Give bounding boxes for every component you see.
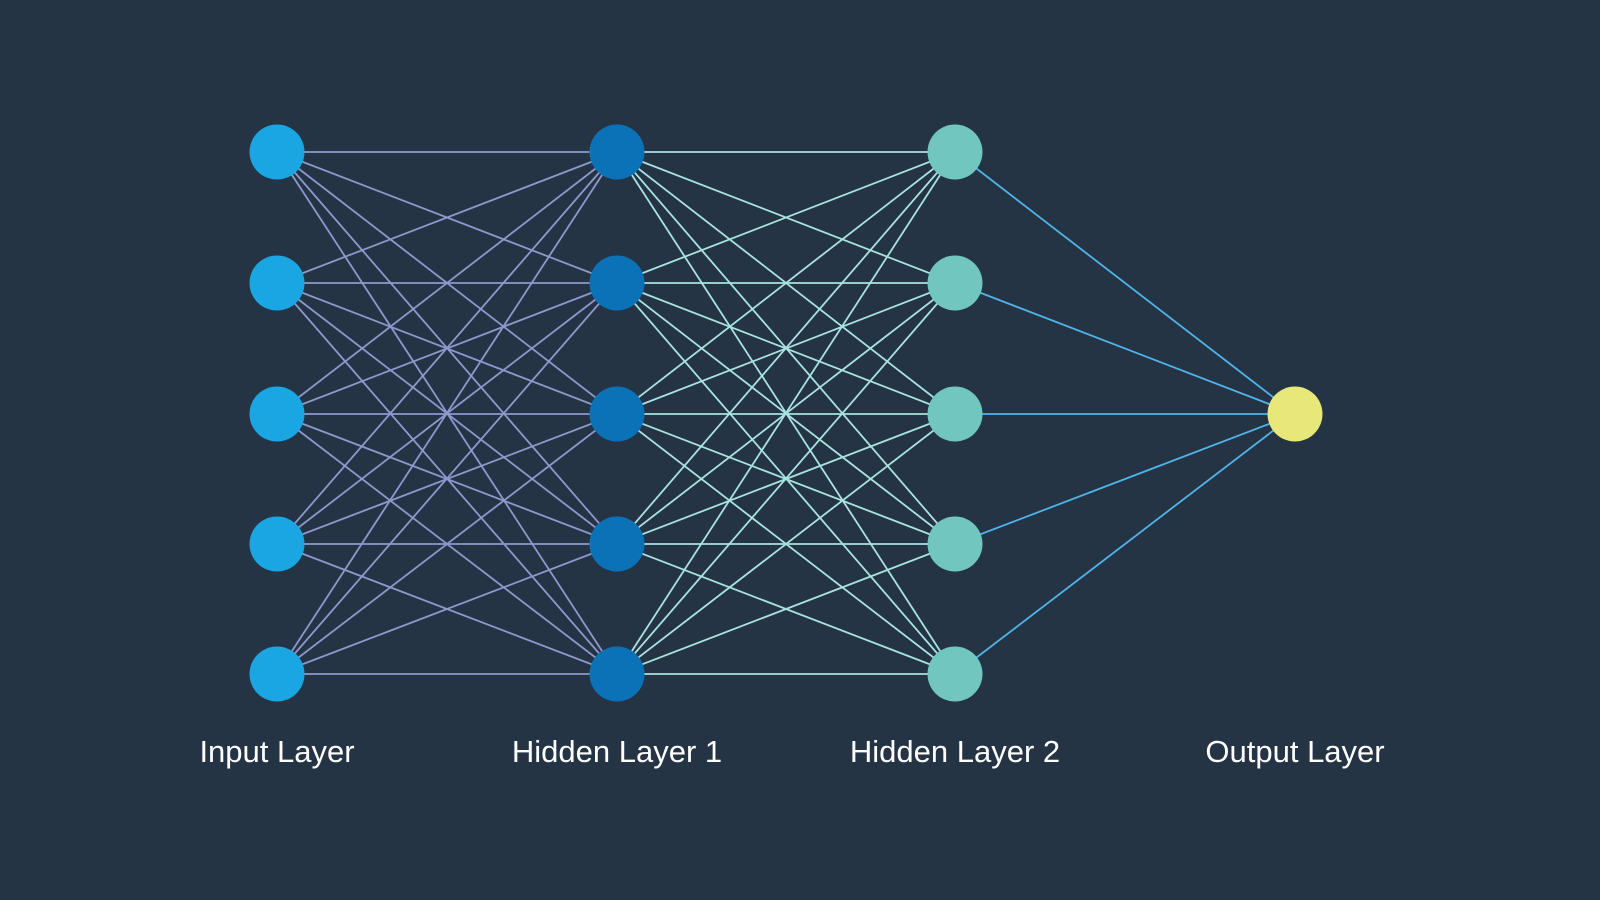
nodes-group: [249, 124, 1323, 702]
connection-l1-n3-to-l2-n0: [616, 151, 956, 545]
connection-l0-n2-to-l1-n0: [276, 151, 618, 415]
node-layer-2-3: [927, 516, 983, 572]
layer-label-input: Input Layer: [199, 734, 354, 769]
node-layer-2-1: [927, 255, 983, 311]
connection-l0-n4-to-l1-n3: [276, 543, 618, 675]
labels-group: Input Layer Hidden Layer 1 Hidden Layer …: [199, 734, 1384, 769]
node-layer-0-4: [249, 646, 305, 702]
connection-l1-n4-to-l2-n2: [616, 413, 956, 675]
connections-group: [276, 151, 1296, 675]
node-layer-1-4: [589, 646, 645, 702]
layer-label-output: Output Layer: [1205, 734, 1384, 769]
node-layer-1-2: [589, 386, 645, 442]
layer-label-hidden-1: Hidden Layer 1: [512, 734, 722, 769]
node-layer-1-3: [589, 516, 645, 572]
node-layer-0-3: [249, 516, 305, 572]
node-layer-0-2: [249, 386, 305, 442]
connection-l0-n4-to-l1-n0: [276, 151, 618, 675]
node-layer-0-0: [249, 124, 305, 180]
connection-l2-n3-to-l3-n0: [954, 413, 1296, 545]
connection-l2-n4-to-l3-n0: [954, 413, 1296, 675]
layer-label-hidden-2: Hidden Layer 2: [850, 734, 1060, 769]
connection-l0-n3-to-l1-n0: [276, 151, 618, 545]
connection-l1-n4-to-l2-n3: [616, 543, 956, 675]
connection-l1-n4-to-l2-n0: [616, 151, 956, 675]
connection-l2-n1-to-l3-n0: [954, 282, 1296, 415]
node-layer-0-1: [249, 255, 305, 311]
connection-l1-n1-to-l2-n0: [616, 151, 956, 284]
connection-l0-n4-to-l1-n2: [276, 413, 618, 675]
node-layer-2-4: [927, 646, 983, 702]
node-layer-2-2: [927, 386, 983, 442]
connection-l0-n1-to-l1-n0: [276, 151, 618, 284]
connection-l1-n2-to-l2-n0: [616, 151, 956, 415]
node-layer-1-1: [589, 255, 645, 311]
node-layer-3-0: [1267, 386, 1323, 442]
node-layer-1-0: [589, 124, 645, 180]
connection-l1-n4-to-l2-n1: [616, 282, 956, 675]
connection-l0-n4-to-l1-n1: [276, 282, 618, 675]
node-layer-2-0: [927, 124, 983, 180]
connection-l2-n0-to-l3-n0: [954, 151, 1296, 415]
